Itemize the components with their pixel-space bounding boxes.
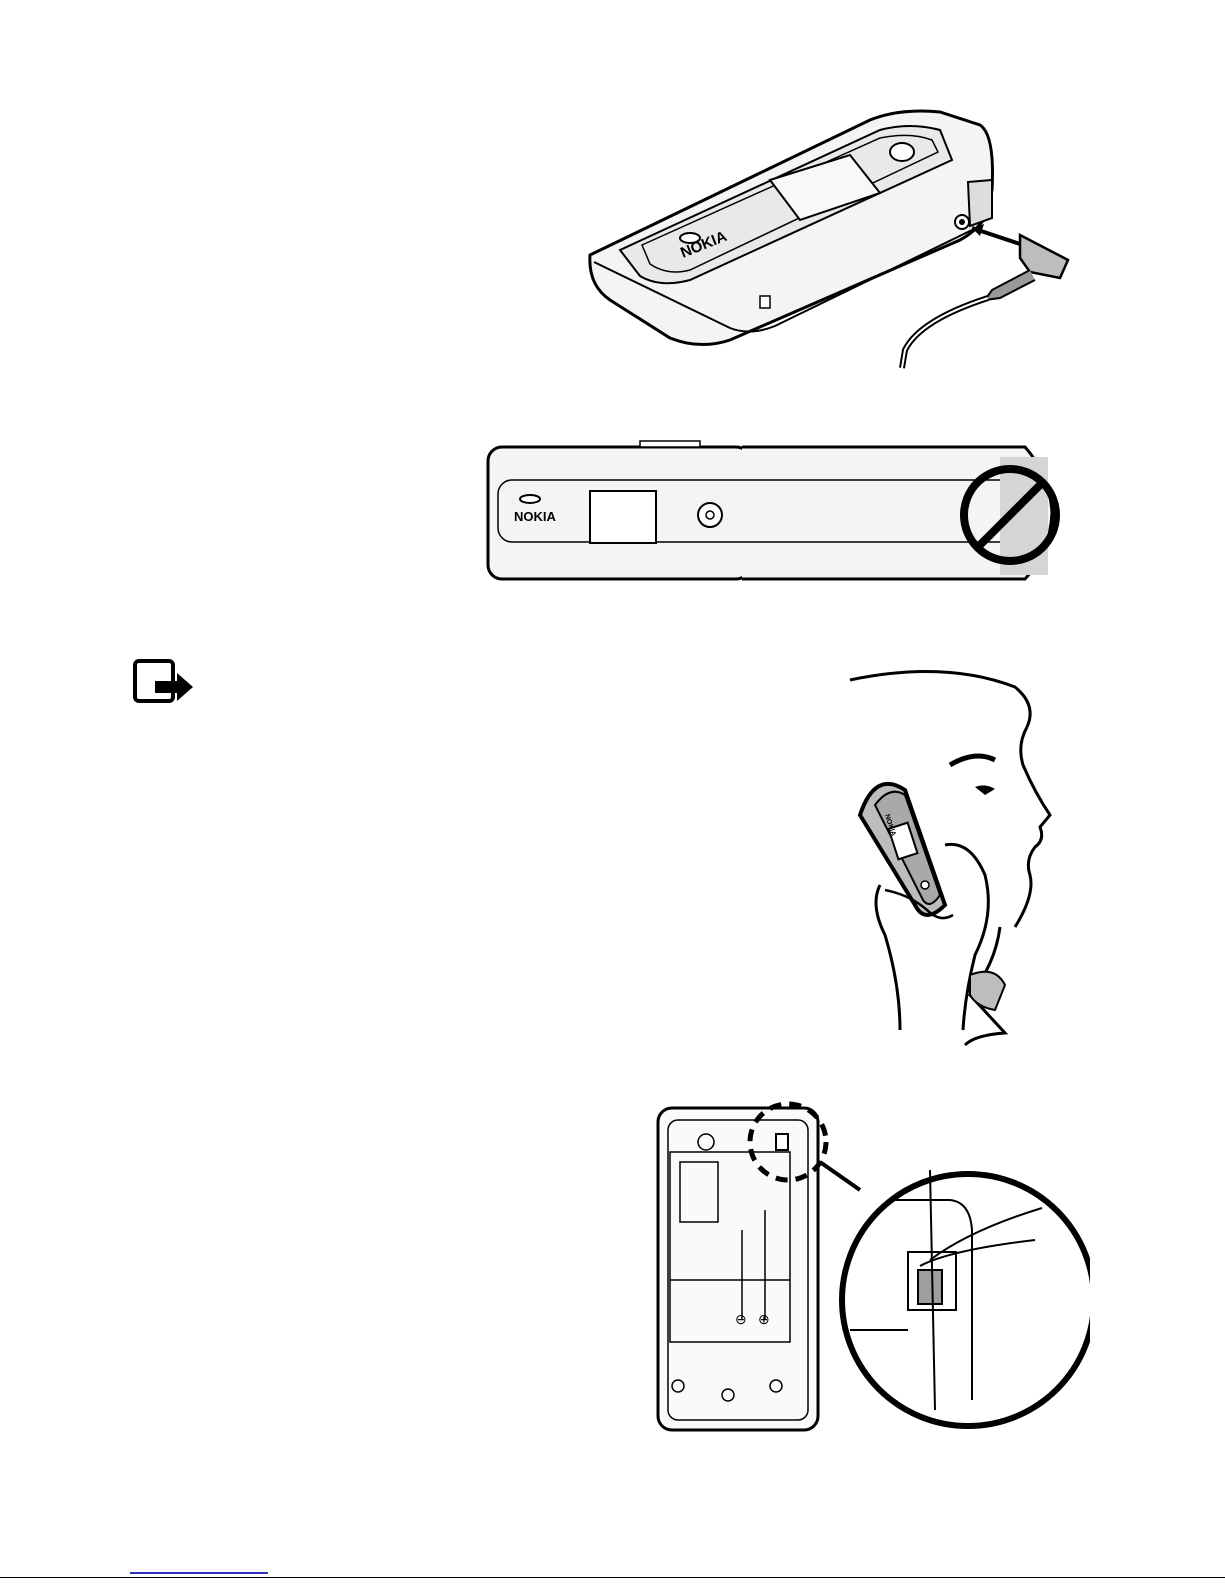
battery-compartment-figure: ⊖ ⊕ <box>650 1090 1090 1445</box>
note-icon <box>133 659 195 705</box>
nokia-logo: NOKIA <box>514 509 557 524</box>
footer-link-underline <box>130 1572 268 1574</box>
phone-at-ear-figure: NOKIA <box>845 665 1075 1050</box>
antenna-warning-figure: NOKIA <box>480 435 1070 595</box>
footer-divider <box>0 1577 1225 1578</box>
minus-terminal-label: ⊖ <box>735 1311 747 1327</box>
headset-connection-figure: NOKIA <box>580 100 1080 370</box>
plus-terminal-label: ⊕ <box>758 1311 770 1327</box>
